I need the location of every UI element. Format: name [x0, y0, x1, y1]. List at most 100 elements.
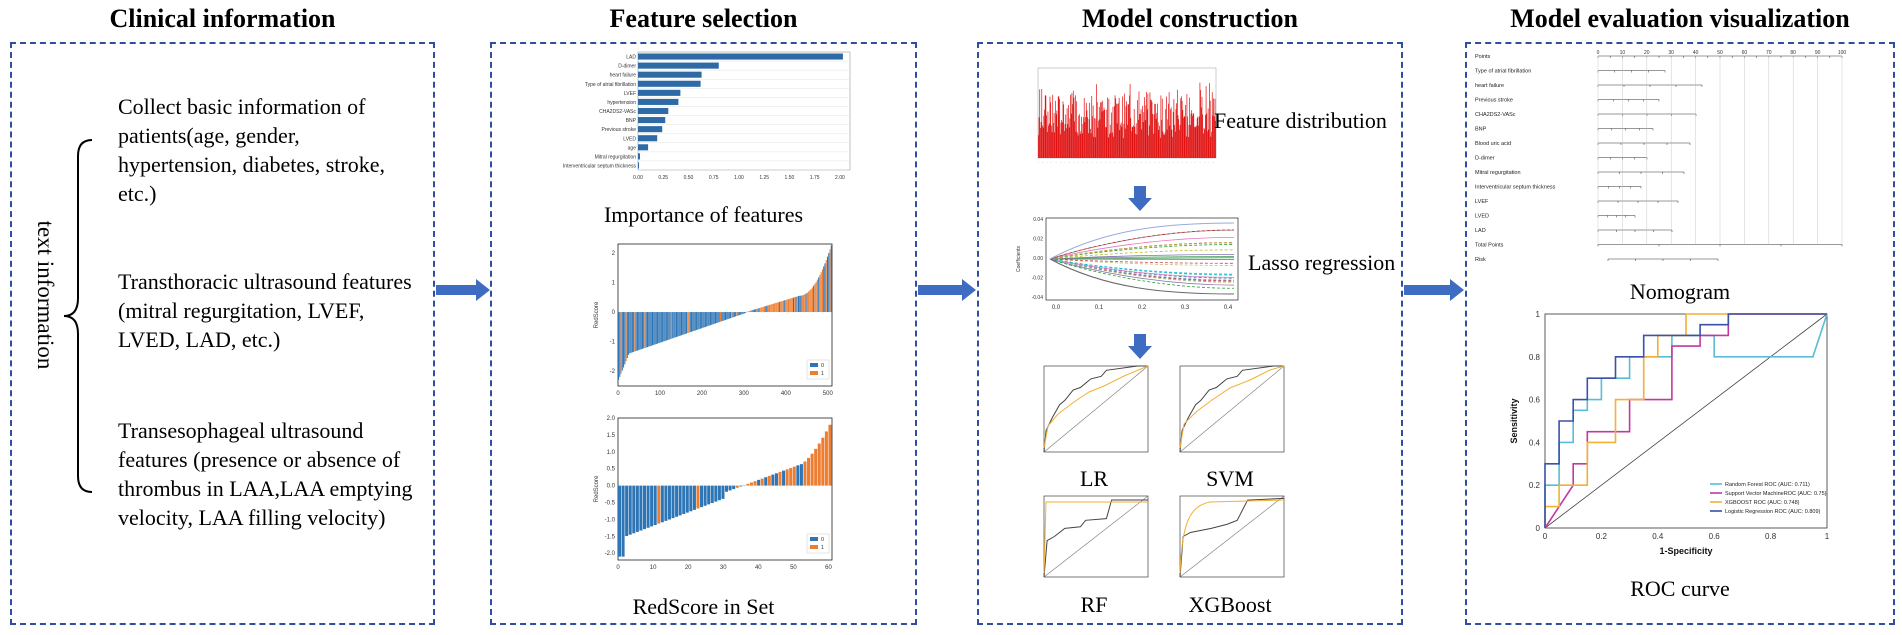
distribution-bar: [1133, 125, 1134, 158]
redscore-bar: [639, 312, 641, 350]
x-tick-label: ·: [1213, 160, 1214, 165]
distribution-bar: [1042, 125, 1043, 158]
distribution-bar: [1095, 118, 1097, 158]
distribution-bar: [1111, 112, 1112, 158]
redscore-bar: [799, 295, 801, 313]
redscore-bar: [824, 263, 826, 313]
roc-line: [1043, 365, 1148, 453]
distribution-bar: [1039, 89, 1041, 158]
x-tick-label: 1.00: [734, 175, 744, 181]
points-tick-label: 10: [1620, 50, 1626, 56]
distribution-bar: [1051, 132, 1053, 158]
redscore-bar: [675, 312, 677, 338]
x-tick-label: ·: [1190, 160, 1191, 165]
distribution-bar: [1038, 117, 1040, 158]
redscore-bar: [795, 296, 797, 313]
redscore-bar: [671, 485, 675, 519]
distribution-bar: [1192, 113, 1194, 158]
nomogram-row-label: Points: [1475, 54, 1491, 60]
redscore-bar: [728, 312, 730, 319]
x-tick-label: ·: [1177, 160, 1178, 165]
lasso-path: [1049, 258, 1235, 264]
redscore-bar: [828, 253, 830, 313]
importance-bar: [638, 89, 681, 96]
redscore-bar: [735, 312, 737, 317]
redscore-bar: [749, 482, 753, 486]
redscore-bar: [762, 306, 764, 313]
redscore-bar: [738, 312, 740, 316]
distribution-bar: [1201, 96, 1203, 158]
distribution-bar: [1093, 136, 1095, 158]
redscore-bar: [688, 312, 690, 333]
distribution-bar: [1196, 125, 1197, 158]
x-tick-label: ·: [1051, 160, 1052, 165]
y-tick-label: 1.0: [607, 450, 616, 456]
importance-bar: [638, 53, 843, 60]
redscore-bar: [700, 485, 704, 508]
redscore-bar: [778, 471, 782, 486]
x-tick-label: ·: [1145, 160, 1146, 165]
distribution-bar: [1055, 100, 1056, 158]
redscore-bar: [733, 312, 735, 317]
distribution-bar: [1173, 99, 1175, 158]
distribution-bar: [1043, 115, 1045, 158]
x-tick-label: 500: [823, 391, 834, 397]
distribution-bar: [1130, 118, 1132, 158]
roc-series-line: [1544, 313, 1827, 529]
redscore-bar: [682, 485, 686, 515]
x-tick-label: ·: [1096, 160, 1097, 165]
redscore-bar: [737, 312, 739, 316]
distribution-bar: [1155, 118, 1157, 158]
redscore-bar: [674, 312, 676, 338]
redscore-bar: [816, 279, 818, 313]
redscore-bar: [785, 299, 787, 313]
distribution-bar: [1140, 109, 1142, 158]
x-tick-label: 200: [697, 391, 708, 397]
distribution-bar: [1056, 110, 1058, 158]
distribution-bar: [1131, 126, 1133, 158]
redscore-bar: [660, 485, 664, 523]
redscore-bar: [697, 312, 699, 330]
redscore-bar: [696, 485, 700, 509]
feature-tick-label: hypertension: [607, 100, 636, 106]
redscore-bar: [651, 312, 654, 346]
distribution-bar: [1046, 131, 1048, 158]
redscore-bar: [692, 485, 696, 510]
redscore-bar: [787, 299, 790, 313]
roc-mini-chart-lr: [1043, 365, 1149, 453]
feature-tick-label: age: [628, 145, 637, 151]
x-tick-label: 0.2: [1138, 305, 1147, 311]
redscore-bar: [767, 305, 769, 313]
x-tick-label: ·: [1087, 160, 1088, 165]
clinical-block-basic-info: Collect basic information of patients(ag…: [118, 94, 385, 206]
redscore-bar: [821, 437, 825, 486]
lasso-path: [1049, 258, 1235, 282]
redscore-bar: [646, 485, 650, 528]
redscore-bar: [807, 457, 811, 486]
redscore-bar: [818, 277, 820, 313]
distribution-bar: [1054, 132, 1056, 158]
distribution-bar: [1188, 124, 1190, 158]
redscore-bar: [727, 312, 729, 320]
model-label-xgboost: XGBoost: [1188, 592, 1272, 617]
legend-swatch: [810, 371, 818, 375]
redscore-bar: [786, 299, 788, 313]
redscore-bar: [632, 485, 636, 534]
redscore-bar: [742, 312, 744, 314]
distribution-bar: [1053, 122, 1054, 158]
redscore-bar: [624, 312, 626, 365]
x-tick-label: 0.2: [1596, 532, 1608, 541]
x-tick-label: 0: [616, 565, 620, 571]
x-tick-label: ·: [1159, 160, 1160, 165]
x-tick-label: ·: [1199, 160, 1200, 165]
diagonal-line: [1544, 313, 1828, 529]
distribution-bar: [1181, 100, 1183, 158]
distribution-bar: [1210, 136, 1212, 158]
arrow-right-icon: [918, 279, 976, 301]
x-tick-label: ·: [1118, 160, 1119, 165]
distribution-bar: [1117, 103, 1119, 158]
x-tick-label: 60: [825, 565, 832, 571]
distribution-bar: [1207, 131, 1208, 158]
roc-line: [1179, 497, 1285, 578]
